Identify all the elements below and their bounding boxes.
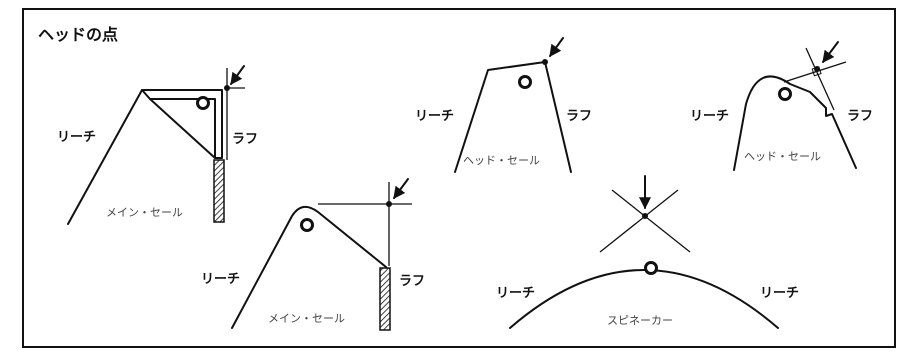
spinnaker-caption: スピネーカー: [607, 314, 673, 327]
diagram-frame: [22, 8, 896, 348]
head-ring: [778, 87, 792, 101]
headboard: [141, 89, 223, 159]
leech-label: リーチ: [415, 109, 454, 124]
main-sail-caption: メイン・セール: [268, 312, 345, 325]
mast: [379, 267, 391, 331]
headboard-diagonal: [149, 98, 216, 159]
head-point: [814, 66, 820, 72]
luff-label: ラフ: [566, 109, 592, 124]
head-point: [642, 213, 648, 219]
leech-label-left: リーチ: [496, 286, 535, 301]
leech-label: リーチ: [201, 272, 240, 287]
head-ring: [300, 218, 314, 232]
head-sail-outline: [454, 61, 572, 173]
mast: [213, 159, 225, 223]
head-sail-outline: [733, 75, 857, 171]
main-sail-caption: メイン・セール: [106, 206, 183, 219]
head-point: [386, 201, 392, 207]
head-point-arrow: [393, 178, 409, 199]
head-sail-straight-figure: リーチ ラフ ヘッド・セール: [415, 37, 592, 173]
head-ring: [518, 75, 532, 89]
head-sail-caption: ヘッド・セール: [744, 150, 821, 163]
head-sail-caption: ヘッド・セール: [463, 154, 540, 167]
luff-extension-line: [805, 47, 835, 111]
head-point-arrow: [822, 41, 839, 63]
tangent-reference-line-right: [599, 189, 679, 253]
head-ring: [196, 96, 210, 110]
tangent-reference-line: [783, 61, 847, 83]
main-sail-headboard-figure: リーチ ラフ メイン・セール: [57, 65, 258, 225]
luff-label: ラフ: [399, 274, 425, 289]
leech-line: [67, 89, 143, 225]
head-point: [224, 85, 230, 91]
luff-label: ラフ: [232, 132, 258, 147]
main-sail-outline: [231, 205, 387, 329]
main-sail-rounded-figure: リーチ ラフ メイン・セール: [201, 178, 425, 331]
luff-label: ラフ: [847, 109, 873, 124]
spinnaker-figure: リーチ リーチ スピネーカー: [496, 175, 799, 329]
leech-label: リーチ: [690, 109, 729, 124]
leech-label-right: リーチ: [760, 286, 799, 301]
head-point-arrow: [230, 65, 245, 85]
diagram-title: ヘッドの点: [38, 25, 118, 44]
leech-label: リーチ: [57, 130, 96, 145]
head-point: [542, 59, 548, 65]
head-sail-rounded-figure: リーチ ラフ ヘッド・セール: [690, 41, 873, 171]
head-ring: [644, 261, 658, 275]
tangent-reference-line-left: [611, 189, 691, 253]
head-point-arrow: [549, 37, 564, 57]
spinnaker-outline: [509, 269, 779, 329]
